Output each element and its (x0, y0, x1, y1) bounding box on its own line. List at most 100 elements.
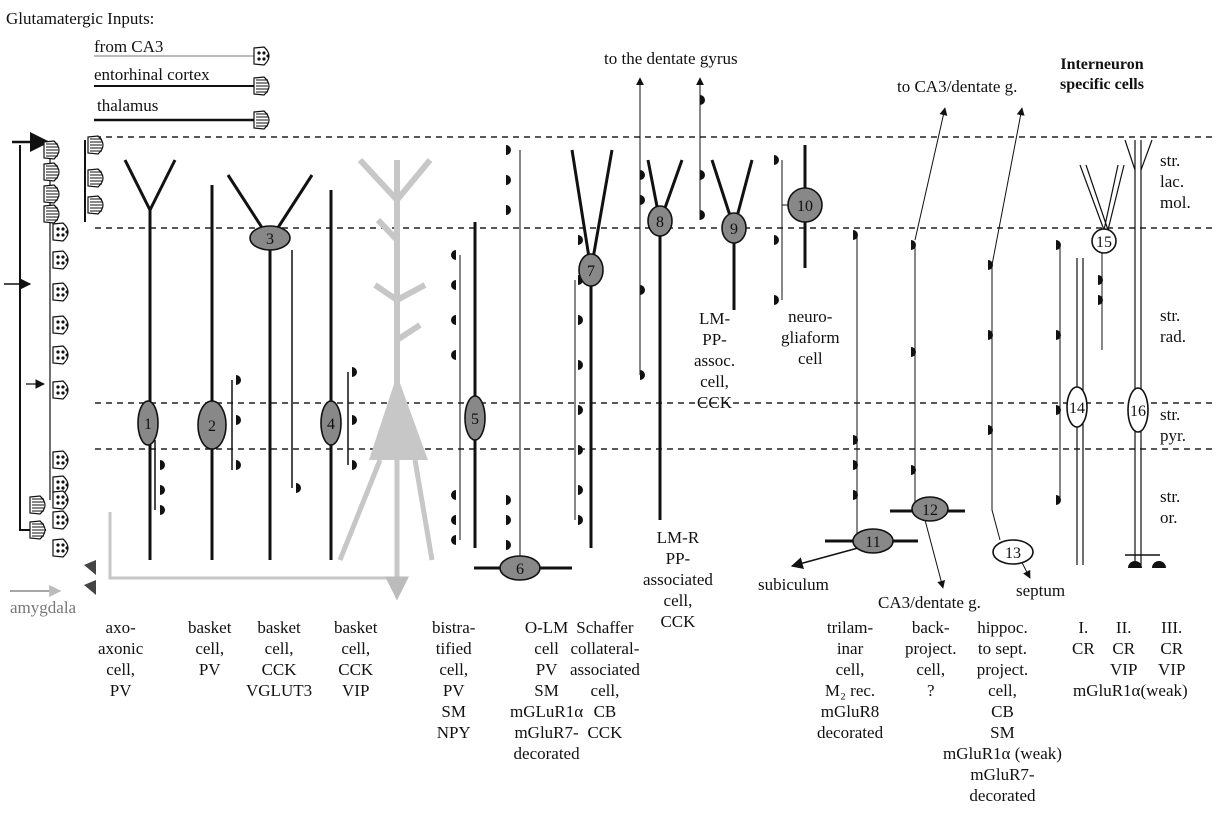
synaptic-bouton (506, 175, 511, 185)
synaptic-bouton (1056, 405, 1061, 415)
synaptic-bouton (236, 415, 241, 425)
synaptic-bouton (774, 295, 779, 305)
terminal-dot (56, 486, 60, 490)
synaptic-bouton (506, 145, 511, 155)
cell-number-7: 7 (587, 263, 595, 280)
input-key (4, 46, 270, 597)
terminal-dot (61, 391, 65, 395)
cell-number-9: 9 (730, 221, 738, 238)
cell-label-7: Schaffer collateral- associated cell, CB… (570, 618, 640, 742)
synaptic-bouton (1098, 295, 1103, 305)
terminal-dot (65, 458, 69, 462)
terminal-dot (65, 323, 69, 327)
terminal-dot (56, 543, 60, 547)
synaptic-bouton (352, 460, 357, 470)
cell-16-dendrite (1124, 139, 1153, 565)
terminal-dot (65, 483, 69, 487)
terminal-dot (61, 320, 65, 324)
terminal-dot (56, 480, 60, 484)
pyramidal-cell (108, 157, 435, 601)
terminal-dot (65, 546, 69, 550)
terminal-dot (56, 549, 60, 553)
synaptic-bouton (506, 515, 511, 525)
cell-10-soma (787, 187, 823, 223)
terminal-dot (61, 287, 65, 291)
terminal-dot (65, 388, 69, 392)
cell-number-8: 8 (656, 214, 664, 231)
cell-13-ca3-axon (991, 107, 1025, 266)
terminal-dot (56, 455, 60, 459)
cell-15-soma (1091, 228, 1117, 254)
target-dentate-gyrus: to the dentate gyrus (604, 49, 738, 68)
synaptic-bouton (640, 170, 645, 180)
synaptic-bouton (1056, 495, 1061, 505)
cell-label-9: LM- PP- assoc. cell, CCK (694, 309, 736, 412)
cell-number-15: 15 (1096, 234, 1112, 251)
synaptic-bouton (578, 235, 583, 245)
amygdala-terminal (84, 560, 96, 575)
cell-number-6: 6 (516, 561, 524, 578)
cell-label-3: basket cell, CCK VGLUT3 (246, 618, 313, 700)
terminal-dot (61, 501, 65, 505)
pyramidal-basal-dendrites (337, 459, 435, 590)
synaptic-bouton (911, 465, 916, 475)
layer-label-radiatum: str. rad. (1160, 306, 1186, 346)
cell-7-soma (578, 253, 604, 287)
terminal-dot (61, 326, 65, 330)
cell-label-8: LM-R PP- associated cell, CCK (643, 528, 713, 631)
cell-number-3: 3 (266, 231, 274, 248)
terminal-dot (61, 233, 65, 237)
cell-1-dendrites (123, 159, 177, 560)
cell-label-13: hippoc. to sept. project. cell, CB SM mG… (943, 618, 1062, 805)
layer-boundaries (95, 136, 1214, 450)
target-ca3-dentate-g: CA3/dentate g. (878, 593, 981, 612)
synaptic-bouton (1098, 275, 1103, 285)
terminal-dot (266, 54, 270, 58)
synaptic-bouton (506, 540, 511, 550)
terminal-dot (56, 501, 60, 505)
synaptic-bouton (236, 460, 241, 470)
synaptic-bouton (160, 485, 165, 495)
synaptic-bouton (352, 415, 357, 425)
cell-number-14: 14 (1069, 400, 1085, 417)
cell-number-5: 5 (471, 411, 479, 428)
entorhinal-trunk (19, 145, 46, 531)
synaptic-bouton (506, 205, 511, 215)
cell-13-axon (991, 265, 1001, 541)
cell-number-10: 10 (797, 198, 813, 215)
terminal-dot (61, 543, 65, 547)
synaptic-bouton (451, 350, 456, 360)
cell-label-12: back- project. cell, ? (905, 618, 957, 700)
cell-label-14: I. CR (1072, 618, 1095, 658)
terminal-dot (61, 495, 65, 499)
terminal-dot (61, 455, 65, 459)
layer-label-pyramidale: str. pyr. (1160, 405, 1186, 445)
terminal-dot (61, 461, 65, 465)
cell-number-12: 12 (922, 502, 938, 519)
synaptic-bouton (236, 375, 241, 385)
input-label-ca3: from CA3 (94, 37, 164, 56)
input-label-entorhinal: entorhinal cortex (94, 65, 210, 84)
cell-4-soma (320, 400, 342, 446)
cell-label-16: III. CR VIP (1158, 618, 1186, 679)
cell-3-soma (249, 225, 291, 251)
cell-12-ca3-axon (914, 107, 948, 241)
synaptic-bouton (296, 483, 301, 493)
cell-number-11: 11 (865, 534, 880, 551)
synaptic-bouton (640, 195, 645, 205)
synaptic-bouton (774, 235, 779, 245)
terminal-dot (56, 350, 60, 354)
interneuron-specific-title: Interneuron specific cells (1060, 56, 1144, 93)
synaptic-bouton (578, 315, 583, 325)
cell-14-soma (1066, 386, 1088, 428)
pyramidal-soma (369, 375, 428, 460)
cell-label-1: axo- axonic cell, PV (98, 618, 144, 700)
cell-number-4: 4 (327, 416, 335, 433)
synaptic-bouton (578, 360, 583, 370)
cell-label-15: II. CR VIP (1110, 618, 1138, 679)
terminal-dot (65, 518, 69, 522)
cell-number-13: 13 (1005, 545, 1021, 562)
terminal-dot (65, 353, 69, 357)
terminal-dot (56, 320, 60, 324)
